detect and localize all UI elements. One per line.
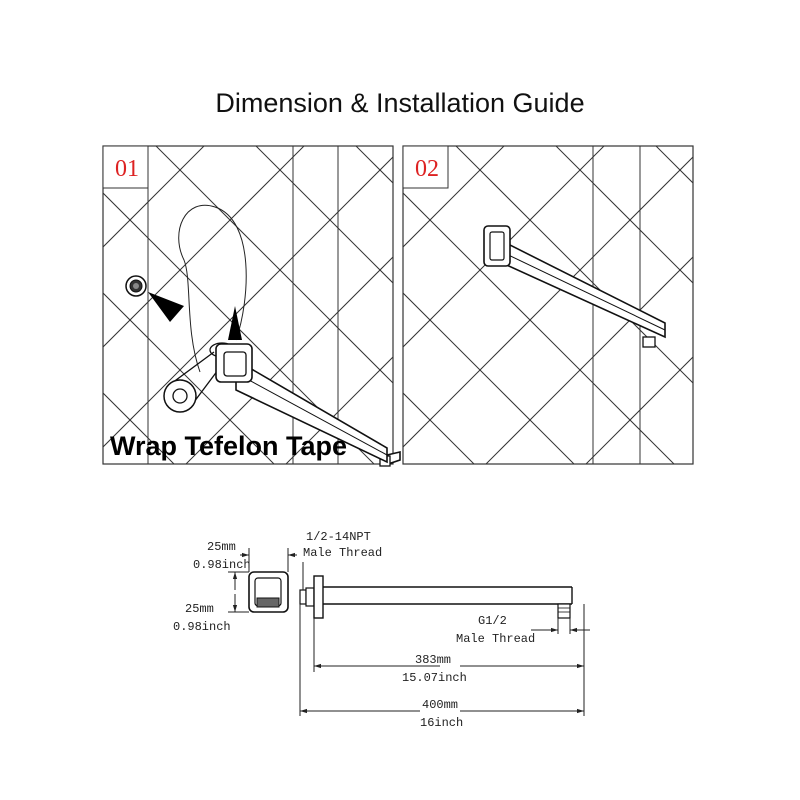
step-1-panel: 01 Wrap Tefelon Tape — [102, 145, 401, 467]
wrap-tape-label: Wrap Tefelon Tape — [110, 431, 347, 461]
shower-arm-step-1 — [215, 343, 401, 467]
step-1-number: 01 — [115, 156, 139, 182]
step-1-frame — [102, 145, 394, 465]
step-2-number: 02 — [415, 156, 439, 182]
insert-arrow-icon — [148, 292, 184, 322]
tile-wall-2 — [403, 146, 693, 464]
wrap-arrow-icon — [228, 306, 242, 340]
arm-length-in: 15.07inch — [402, 671, 467, 685]
flange-height-mm: 25mm — [185, 602, 214, 616]
outlet-thread-label: Male Thread — [456, 632, 535, 646]
page-title: Dimension & Installation Guide — [215, 88, 585, 118]
flange-front-view — [228, 548, 297, 613]
total-length-in: 16inch — [420, 716, 463, 730]
flange-width-mm: 25mm — [207, 540, 236, 554]
shower-arm-step-2 — [483, 225, 666, 348]
step-2-frame — [402, 145, 694, 465]
arm-length-mm: 383mm — [415, 653, 451, 667]
arm-side-view — [299, 575, 573, 619]
step-2-panel: 02 — [402, 145, 694, 465]
outlet-thread-spec: G1/2 — [478, 614, 507, 628]
inlet-thread-label: Male Thread — [303, 546, 382, 560]
inlet-thread-spec: 1/2-14NPT — [306, 530, 371, 544]
tile-wall-1 — [103, 146, 393, 464]
flange-width-in: 0.98inch — [193, 558, 251, 572]
wrap-path-line — [178, 204, 247, 373]
dimension-drawing: 25mm 0.98inch 25mm 0.98inch 1/2-14NPT Ma… — [173, 530, 590, 730]
wall-fitting-icon — [125, 275, 147, 297]
flange-height-in: 0.98inch — [173, 620, 231, 634]
total-length-mm: 400mm — [422, 698, 458, 712]
